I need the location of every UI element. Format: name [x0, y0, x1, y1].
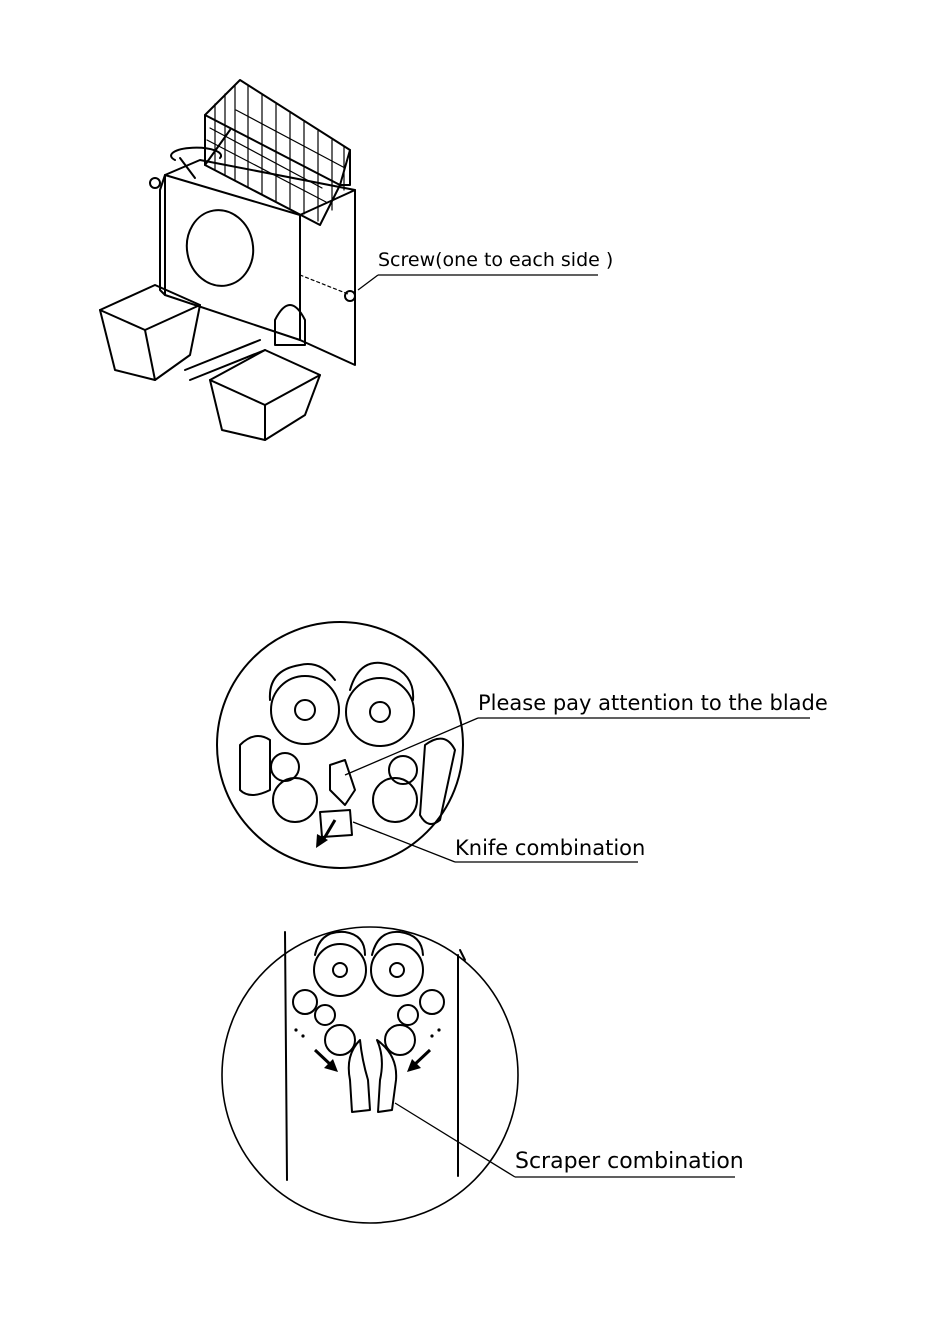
knife-combination-block: [320, 810, 352, 837]
roller-top-left: [314, 944, 366, 996]
knife-blade: [330, 760, 355, 805]
callout-screw-label: Screw(one to each side ): [378, 249, 613, 271]
cup-lower-left-hub-icon: [271, 753, 299, 781]
callout-screw: Screw(one to each side ): [358, 249, 613, 290]
roller-top-right: [346, 678, 414, 746]
frame-left-edge: [285, 932, 287, 1180]
cup-lower-left: [293, 990, 317, 1014]
callout-blade: Please pay attention to the blade: [345, 691, 828, 775]
clamp-left: [240, 736, 270, 795]
scraper-right-half: [377, 1040, 396, 1112]
left-waste-bin: [100, 285, 200, 380]
cup-lower-right: [373, 778, 417, 822]
right-waste-bin: [210, 350, 320, 440]
callout-knife-label: Knife combination: [455, 836, 645, 860]
knife-detail-drawing: [217, 622, 463, 868]
cup-lower-left: [273, 778, 317, 822]
cup-lower-right: [420, 990, 444, 1014]
scraper-detail-drawing: [222, 927, 518, 1223]
scraper-right-arrow-icon: [407, 1050, 430, 1072]
juicer-overview-drawing: [100, 80, 355, 440]
callout-knife: Knife combination: [353, 822, 645, 862]
right-screw-icon: [345, 291, 355, 301]
roller-top-left-hub-icon: [295, 700, 315, 720]
cabinet-body: [160, 148, 355, 365]
scraper-detail-circle: [222, 927, 518, 1223]
clamp-right: [420, 739, 455, 824]
roller-top-left: [271, 676, 339, 744]
roller-top-left-hub-icon: [333, 963, 347, 977]
roller-top-right-housing: [350, 663, 413, 700]
base-rail: [185, 340, 265, 380]
cup-lower-left-hub-icon: [315, 1005, 335, 1025]
callout-scraper-label: Scraper combination: [515, 1149, 744, 1174]
cup-lower-right-hub-icon: [398, 1005, 418, 1025]
callout-blade-label: Please pay attention to the blade: [478, 691, 828, 715]
roller-top-right: [371, 944, 423, 996]
callout-scraper: Scraper combination: [395, 1103, 744, 1177]
scraper-left-half: [349, 1040, 370, 1112]
dotted-marks: [294, 1028, 440, 1037]
knife-remove-arrow-icon: [316, 820, 335, 848]
left-screw-icon: [150, 178, 160, 188]
roller-top-right-hub-icon: [390, 963, 404, 977]
roller-top-right-hub-icon: [370, 702, 390, 722]
